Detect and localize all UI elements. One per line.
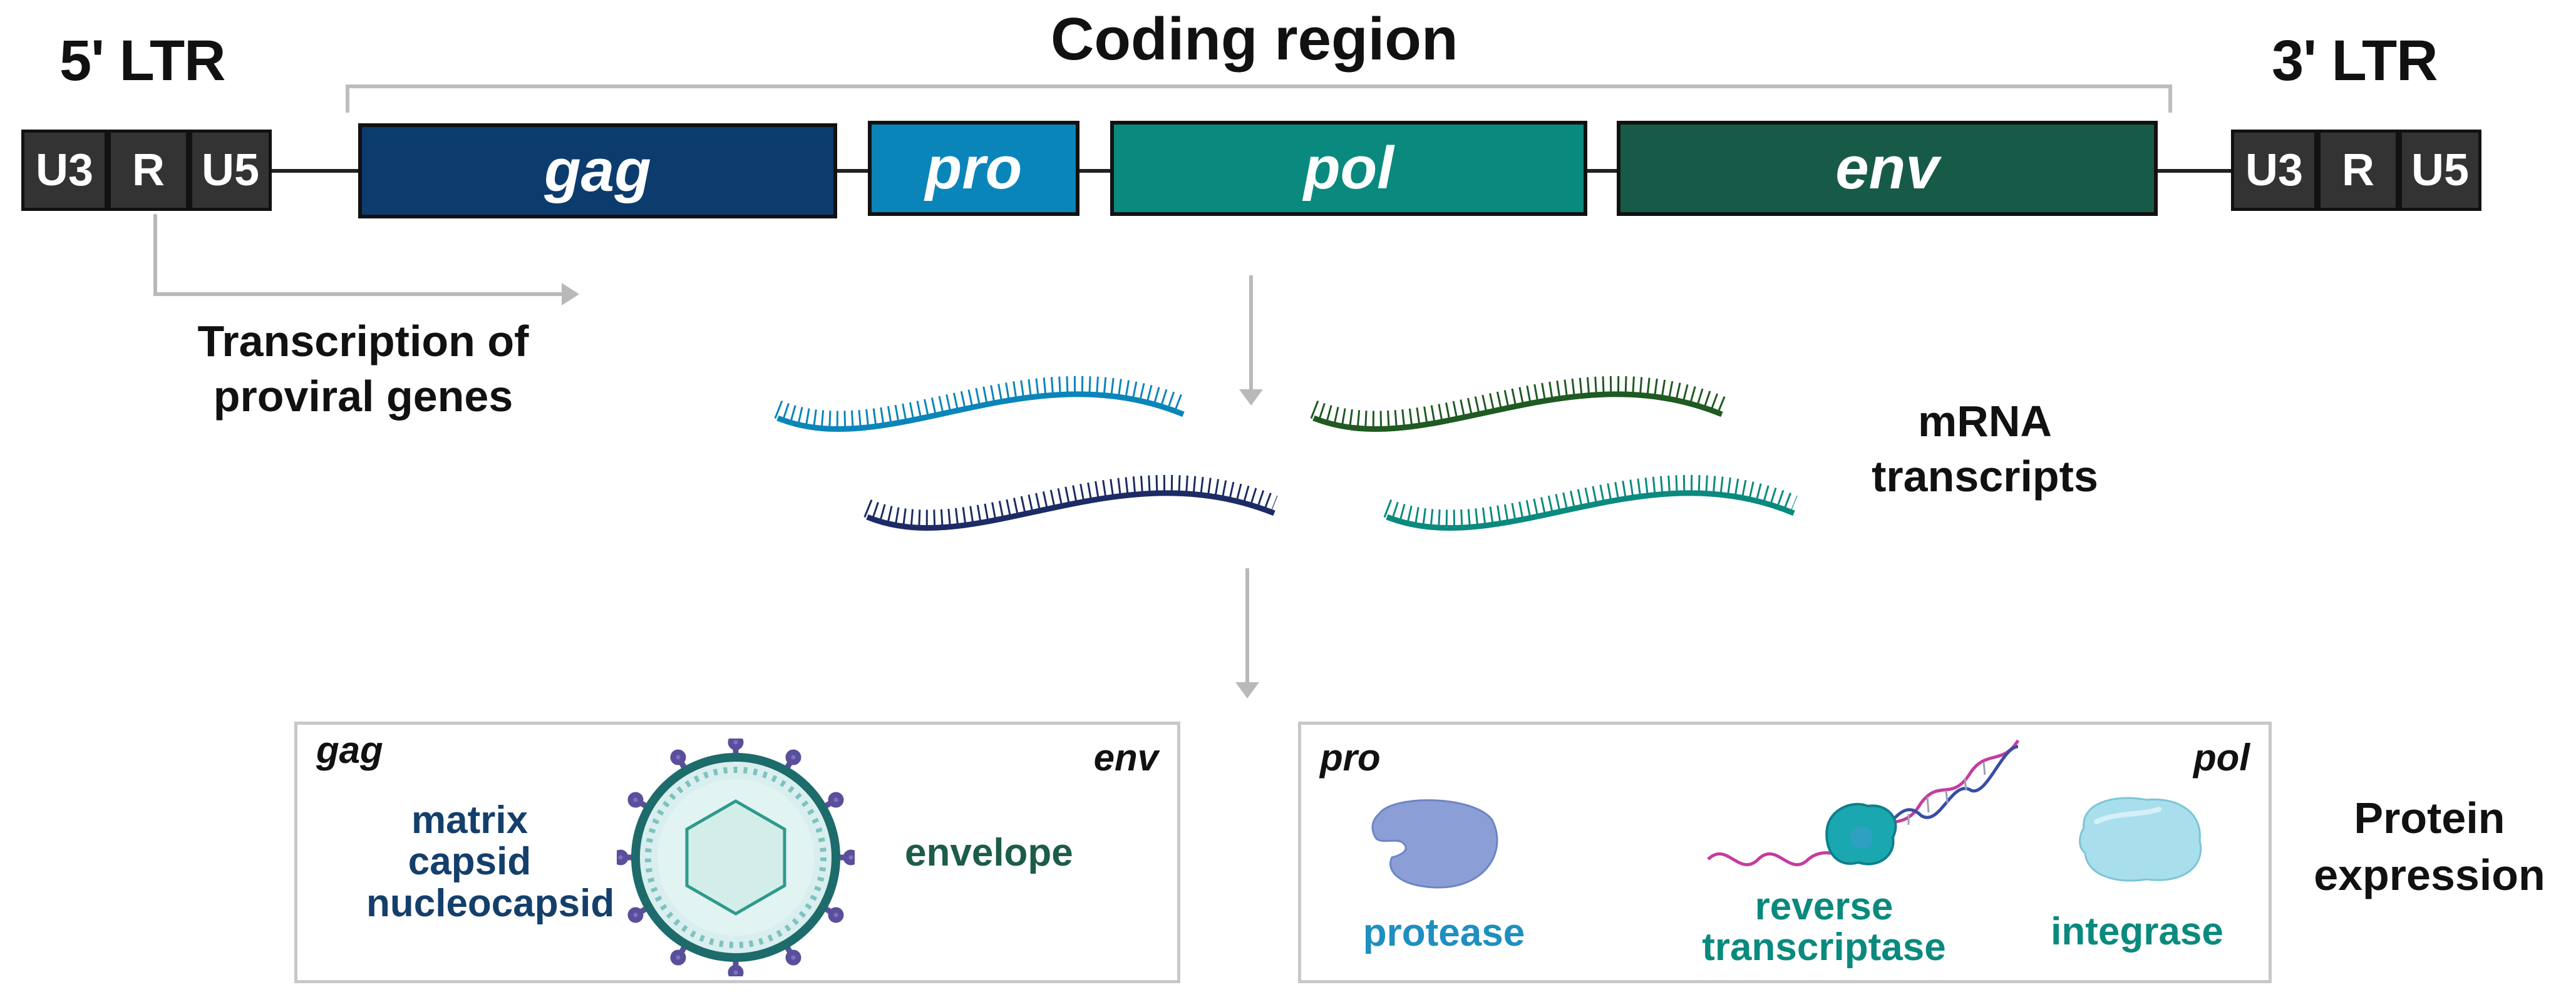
panel-gag-env: gag env matrix capsid nucleocapsid envel…	[294, 722, 1180, 983]
down-arrow-1-head	[1239, 389, 1263, 406]
transcription-label-line2: proviral genes	[213, 371, 513, 421]
down-arrow-2-head	[1235, 682, 1259, 698]
mrna-strand-2	[1310, 376, 1726, 432]
mrna-strand-1	[774, 376, 1187, 432]
protein-expression-line1: Protein	[2354, 794, 2505, 842]
protein-expression-label: Protein expression	[2292, 790, 2567, 904]
mrna-label-line2: transcripts	[1872, 451, 2098, 501]
ltr3-r: R	[2317, 130, 2399, 211]
virion-capsid	[685, 799, 786, 916]
nucleocapsid-label: nucleocapsid	[366, 881, 615, 925]
ltr3-title: 3' LTR	[2272, 29, 2438, 93]
rt-label-line2: transcriptase	[1702, 926, 1946, 969]
ltr3-box: U3 R U5	[2231, 130, 2481, 211]
ltr5-r: R	[108, 130, 189, 211]
integrase-label: integrase	[2051, 910, 2223, 953]
ltr5-u5: U5	[189, 130, 272, 211]
protease-label: protease	[1363, 911, 1525, 954]
ltr5-u3: U3	[21, 130, 108, 211]
protein-expression-line2: expression	[2314, 851, 2545, 899]
reverse-transcriptase-label: reverse transcriptase	[1686, 886, 1962, 968]
gene-env: env	[1617, 121, 2158, 216]
ltr5-title: 5' LTR	[59, 29, 226, 93]
gene-gag: gag	[358, 123, 837, 218]
reverse-transcriptase-icon	[1707, 739, 2020, 867]
envelope-label: envelope	[905, 831, 1073, 874]
coding-region-bracket	[346, 84, 2172, 113]
mrna-label: mRNA transcripts	[1828, 394, 2141, 504]
panel-right-corner-pol: pol	[2193, 737, 2250, 779]
gene-pro: pro	[868, 121, 1079, 216]
virion-matrix	[645, 767, 827, 948]
protease-icon	[1371, 799, 1498, 889]
ltr3-u3: U3	[2231, 130, 2317, 211]
ltr5-box: U3 R U5	[21, 130, 272, 211]
mrna-strand-3	[863, 475, 1278, 531]
transcription-label-line1: Transcription of	[197, 317, 529, 365]
ltr3-u5: U5	[2399, 130, 2481, 211]
transcription-arrow-head	[562, 283, 579, 305]
capsid-label: capsid	[408, 840, 532, 884]
panel-left-corner-gag: gag	[316, 729, 383, 771]
virion-icon	[617, 739, 855, 976]
mrna-strand-4	[1383, 475, 1798, 531]
gene-pol: pol	[1110, 121, 1587, 216]
rt-label-line1: reverse	[1754, 885, 1893, 928]
coding-region-title: Coding region	[1051, 6, 1458, 73]
matrix-label: matrix	[411, 799, 528, 842]
gag-protein-labels: matrix capsid nucleocapsid	[366, 799, 615, 925]
mrna-label-line1: mRNA	[1918, 397, 2052, 446]
transcription-arrow	[153, 214, 570, 296]
rt-dna-strand-b	[1870, 745, 2019, 845]
integrase-icon	[2079, 797, 2202, 882]
panel-left-corner-env: env	[1093, 737, 1158, 779]
transcription-label: Transcription of proviral genes	[150, 314, 576, 424]
panel-pro-pol: pro pol protease reverse transcriptase i…	[1298, 722, 2272, 983]
panel-right-corner-pro: pro	[1320, 737, 1381, 779]
